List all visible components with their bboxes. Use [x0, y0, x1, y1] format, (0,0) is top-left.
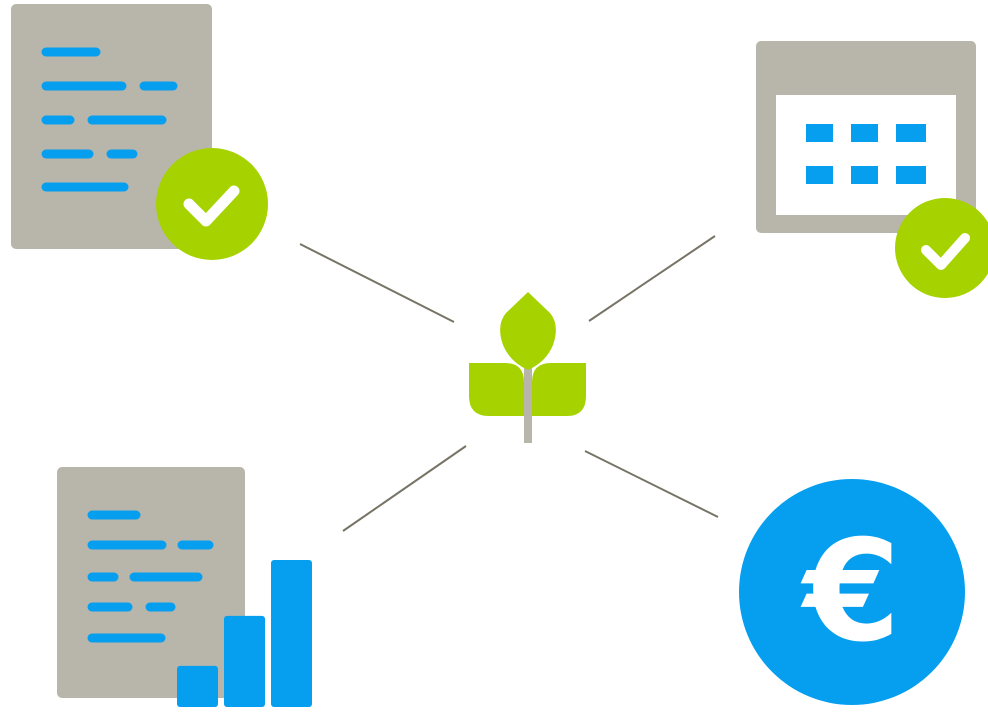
checked-document-node: [11, 4, 268, 260]
connector-bottom-right: [584, 450, 719, 518]
plant-right-leaf: [532, 363, 586, 416]
checkmark-badge: [895, 198, 988, 298]
text-lines: [41, 47, 178, 192]
plant-left-leaf: [469, 363, 524, 416]
bar-chart-icon: [177, 560, 312, 707]
connector-top-left: [299, 243, 455, 323]
report-bar-chart-node: [57, 467, 312, 707]
connector-bottom-left: [342, 445, 467, 532]
calendar-cells: [806, 124, 926, 184]
bar-2: [224, 615, 265, 707]
checkmark-icon: [183, 185, 240, 227]
checkmark-badge: [156, 148, 268, 260]
plant-top-leaf: [500, 292, 556, 370]
checkmark-icon: [921, 233, 970, 270]
bar-3: [271, 560, 312, 707]
calendar-face: [776, 95, 956, 215]
document-icon: [57, 467, 245, 698]
connector-top-right: [588, 235, 716, 322]
plant-sprout-icon: [469, 292, 586, 443]
text-lines: [87, 510, 214, 643]
euro-coin-node: €: [739, 479, 965, 705]
connectors: [299, 235, 719, 532]
checked-calendar-node: [756, 41, 988, 298]
euro-coin: [739, 479, 965, 705]
plant-stem: [524, 355, 532, 443]
euro-icon: €: [800, 511, 900, 674]
bar-1: [177, 665, 218, 707]
